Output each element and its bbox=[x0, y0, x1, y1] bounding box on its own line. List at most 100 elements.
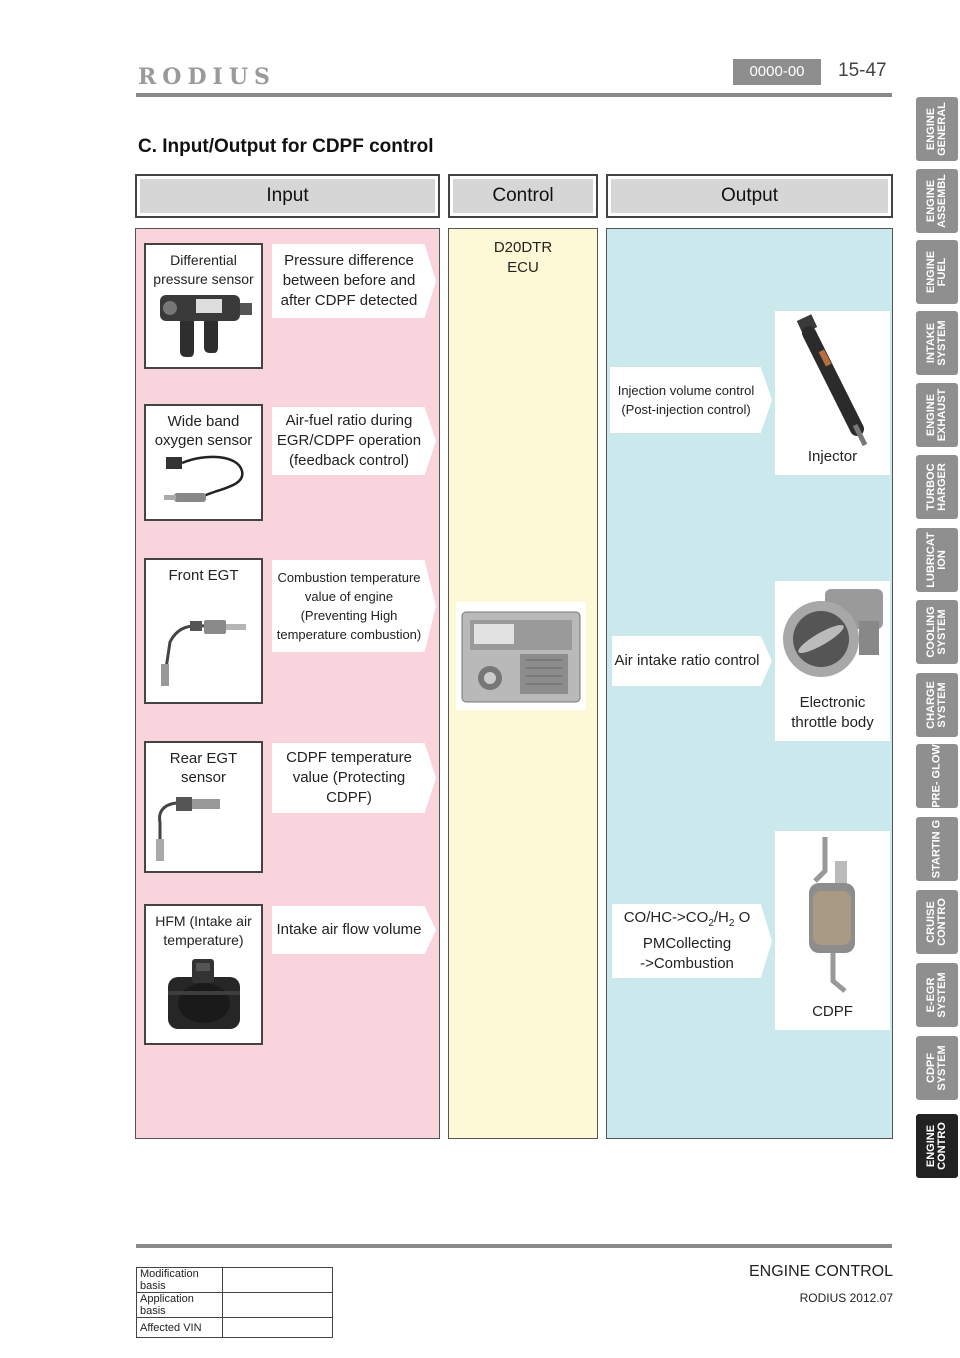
table-key: Application basis bbox=[136, 1292, 223, 1318]
ecu-image bbox=[461, 611, 581, 703]
tab-engine-control[interactable]: ENGINE CONTRO bbox=[916, 1114, 958, 1178]
cdpf-image-box: CDPF bbox=[775, 831, 890, 1030]
signal-text: CDPF temperature value (Protecting CDPF) bbox=[286, 749, 412, 806]
tab-label: INTAKE SYSTEM bbox=[925, 320, 948, 366]
throttle-body-image bbox=[783, 589, 883, 677]
signal-text: Injection volume control (Post-injection… bbox=[617, 383, 755, 417]
control-column-header: Control bbox=[448, 174, 598, 218]
table-row: Affected VIN bbox=[136, 1317, 333, 1338]
footer-section-title: ENGINE CONTROL bbox=[748, 1263, 893, 1280]
tab-turbocharger[interactable]: TURBOC HARGER bbox=[916, 455, 958, 519]
tab-label: CHARGE SYSTEM bbox=[925, 681, 948, 729]
table-row: Modification basis bbox=[136, 1267, 333, 1293]
tab-cruise-control[interactable]: CRUISE CONTRO bbox=[916, 890, 958, 954]
differential-pressure-sensor-box: Differential pressure sensor bbox=[144, 243, 263, 369]
air-fuel-ratio-signal: Air-fuel ratio during EGR/CDPF operation… bbox=[272, 407, 436, 475]
signal-formula-subscript: 2 bbox=[708, 918, 714, 929]
signal-text: CO/HC->CO2/H2 O PMCollecting ->Combustio… bbox=[624, 908, 751, 974]
injector-image bbox=[796, 314, 868, 447]
injection-volume-signal: Injection volume control (Post-injection… bbox=[610, 367, 772, 433]
tab-e-egr-system[interactable]: E-EGR SYSTEM bbox=[916, 963, 958, 1027]
sensor-label: Differential pressure sensor bbox=[153, 252, 254, 287]
output-column-header: Output bbox=[606, 174, 893, 218]
table-value bbox=[222, 1267, 333, 1293]
tab-label: ENGINE CONTRO bbox=[925, 1122, 948, 1170]
tab-label: E-EGR SYSTEM bbox=[925, 972, 948, 1018]
tab-starting[interactable]: STARTIN G bbox=[916, 817, 958, 881]
sensor-label: HFM (Intake air temperature) bbox=[155, 913, 252, 948]
rear-egt-sensor-image bbox=[156, 797, 220, 861]
signal-formula-subscript: 2 bbox=[728, 918, 735, 929]
tab-lubrication[interactable]: LUBRICAT ION bbox=[916, 528, 958, 592]
tab-label: ENGINE FUEL bbox=[925, 250, 948, 294]
pressure-sensor-image bbox=[160, 295, 252, 357]
tab-engine-general[interactable]: ENGINE GENERAL bbox=[916, 97, 958, 161]
combustion-temperature-signal: Combustion temperature value of engine (… bbox=[272, 560, 436, 652]
signal-formula-part: CO/HC->CO bbox=[623, 909, 709, 926]
front-egt-sensor-box: Front EGT bbox=[144, 558, 263, 704]
front-egt-sensor-image bbox=[161, 620, 246, 686]
oxygen-sensor-image bbox=[164, 455, 244, 502]
signal-formula-part: O bbox=[734, 909, 751, 926]
signal-formula-part: /H bbox=[713, 909, 729, 926]
signal-text: Intake air flow volume bbox=[276, 921, 422, 938]
tab-cooling-system[interactable]: COOLING SYSTEM bbox=[916, 600, 958, 664]
section-title: C. Input/Output for CDPF control bbox=[138, 136, 434, 157]
footer-model: RODIUS 2012.07 bbox=[799, 1291, 893, 1305]
cdpf-combustion-signal: CO/HC->CO2/H2 O PMCollecting ->Combustio… bbox=[612, 904, 772, 978]
tab-engine-fuel[interactable]: ENGINE FUEL bbox=[916, 240, 958, 304]
table-key: Modification basis bbox=[136, 1267, 223, 1293]
table-value bbox=[222, 1317, 333, 1338]
modification-table: Modification basis Application basis Aff… bbox=[136, 1267, 333, 1338]
tab-label: TURBOC HARGER bbox=[925, 463, 948, 511]
ecu-image-box bbox=[456, 602, 586, 710]
footer-divider bbox=[136, 1244, 892, 1248]
tab-intake-system[interactable]: INTAKE SYSTEM bbox=[916, 311, 958, 375]
injector-image-box: Injector bbox=[775, 311, 890, 475]
ecu-label: D20DTR ECU bbox=[493, 239, 553, 276]
output-header-label: Output bbox=[611, 179, 888, 213]
control-header-label: Control bbox=[453, 179, 593, 213]
tab-label: COOLING SYSTEM bbox=[925, 606, 948, 658]
tab-engine-assembly[interactable]: ENGINE ASSEMBL bbox=[916, 169, 958, 233]
tab-engine-exhaust[interactable]: ENGINE EXHAUST bbox=[916, 383, 958, 447]
tab-label: ENGINE ASSEMBL bbox=[925, 174, 948, 228]
header-divider bbox=[136, 93, 892, 97]
hfm-sensor-box: HFM (Intake air temperature) bbox=[144, 904, 263, 1045]
tab-charge-system[interactable]: CHARGE SYSTEM bbox=[916, 673, 958, 737]
signal-text: Combustion temperature value of engine (… bbox=[276, 570, 422, 642]
hfm-sensor-image bbox=[168, 959, 240, 1029]
tab-pre-glow[interactable]: PRE- GLOW bbox=[916, 744, 958, 808]
actuator-label: Injector bbox=[807, 448, 858, 465]
rear-egt-sensor-box: Rear EGT sensor bbox=[144, 741, 263, 873]
tab-label: ENGINE EXHAUST bbox=[925, 388, 948, 442]
actuator-label: CDPF bbox=[812, 1003, 853, 1020]
signal-text: Air-fuel ratio during EGR/CDPF operation… bbox=[276, 412, 422, 469]
throttle-body-image-box: Electronic throttle body bbox=[775, 581, 890, 741]
input-column-header: Input bbox=[135, 174, 440, 218]
actuator-label: Electronic throttle body bbox=[791, 694, 874, 731]
cdpf-image bbox=[809, 837, 855, 993]
table-value bbox=[222, 1292, 333, 1318]
oxygen-sensor-box: Wide band oxygen sensor bbox=[144, 404, 263, 521]
tab-label: STARTIN G bbox=[930, 819, 943, 879]
page-number: 15-47 bbox=[838, 60, 887, 81]
intake-air-flow-signal: Intake air flow volume bbox=[272, 906, 436, 954]
tab-label: CRUISE CONTRO bbox=[925, 898, 948, 946]
section-code-badge: 0000-00 bbox=[733, 59, 821, 85]
signal-text: Pressure difference between before and a… bbox=[280, 252, 418, 309]
signal-text: Air intake ratio control bbox=[614, 652, 760, 669]
signal-line: PMCollecting bbox=[642, 935, 732, 952]
tab-label: PRE- GLOW bbox=[930, 744, 943, 808]
input-header-label: Input bbox=[140, 179, 435, 213]
tab-label: ENGINE GENERAL bbox=[925, 102, 948, 156]
table-row: Application basis bbox=[136, 1292, 333, 1318]
signal-line: ->Combustion bbox=[640, 955, 734, 972]
sensor-label: Wide band oxygen sensor bbox=[154, 413, 253, 449]
table-key: Affected VIN bbox=[136, 1317, 223, 1338]
pressure-difference-signal: Pressure difference between before and a… bbox=[272, 244, 436, 318]
sensor-label: Front EGT bbox=[168, 567, 239, 584]
tab-label: CDPF SYSTEM bbox=[925, 1045, 948, 1091]
tab-cdpf-system[interactable]: CDPF SYSTEM bbox=[916, 1036, 958, 1100]
air-intake-ratio-signal: Air intake ratio control bbox=[612, 636, 772, 686]
